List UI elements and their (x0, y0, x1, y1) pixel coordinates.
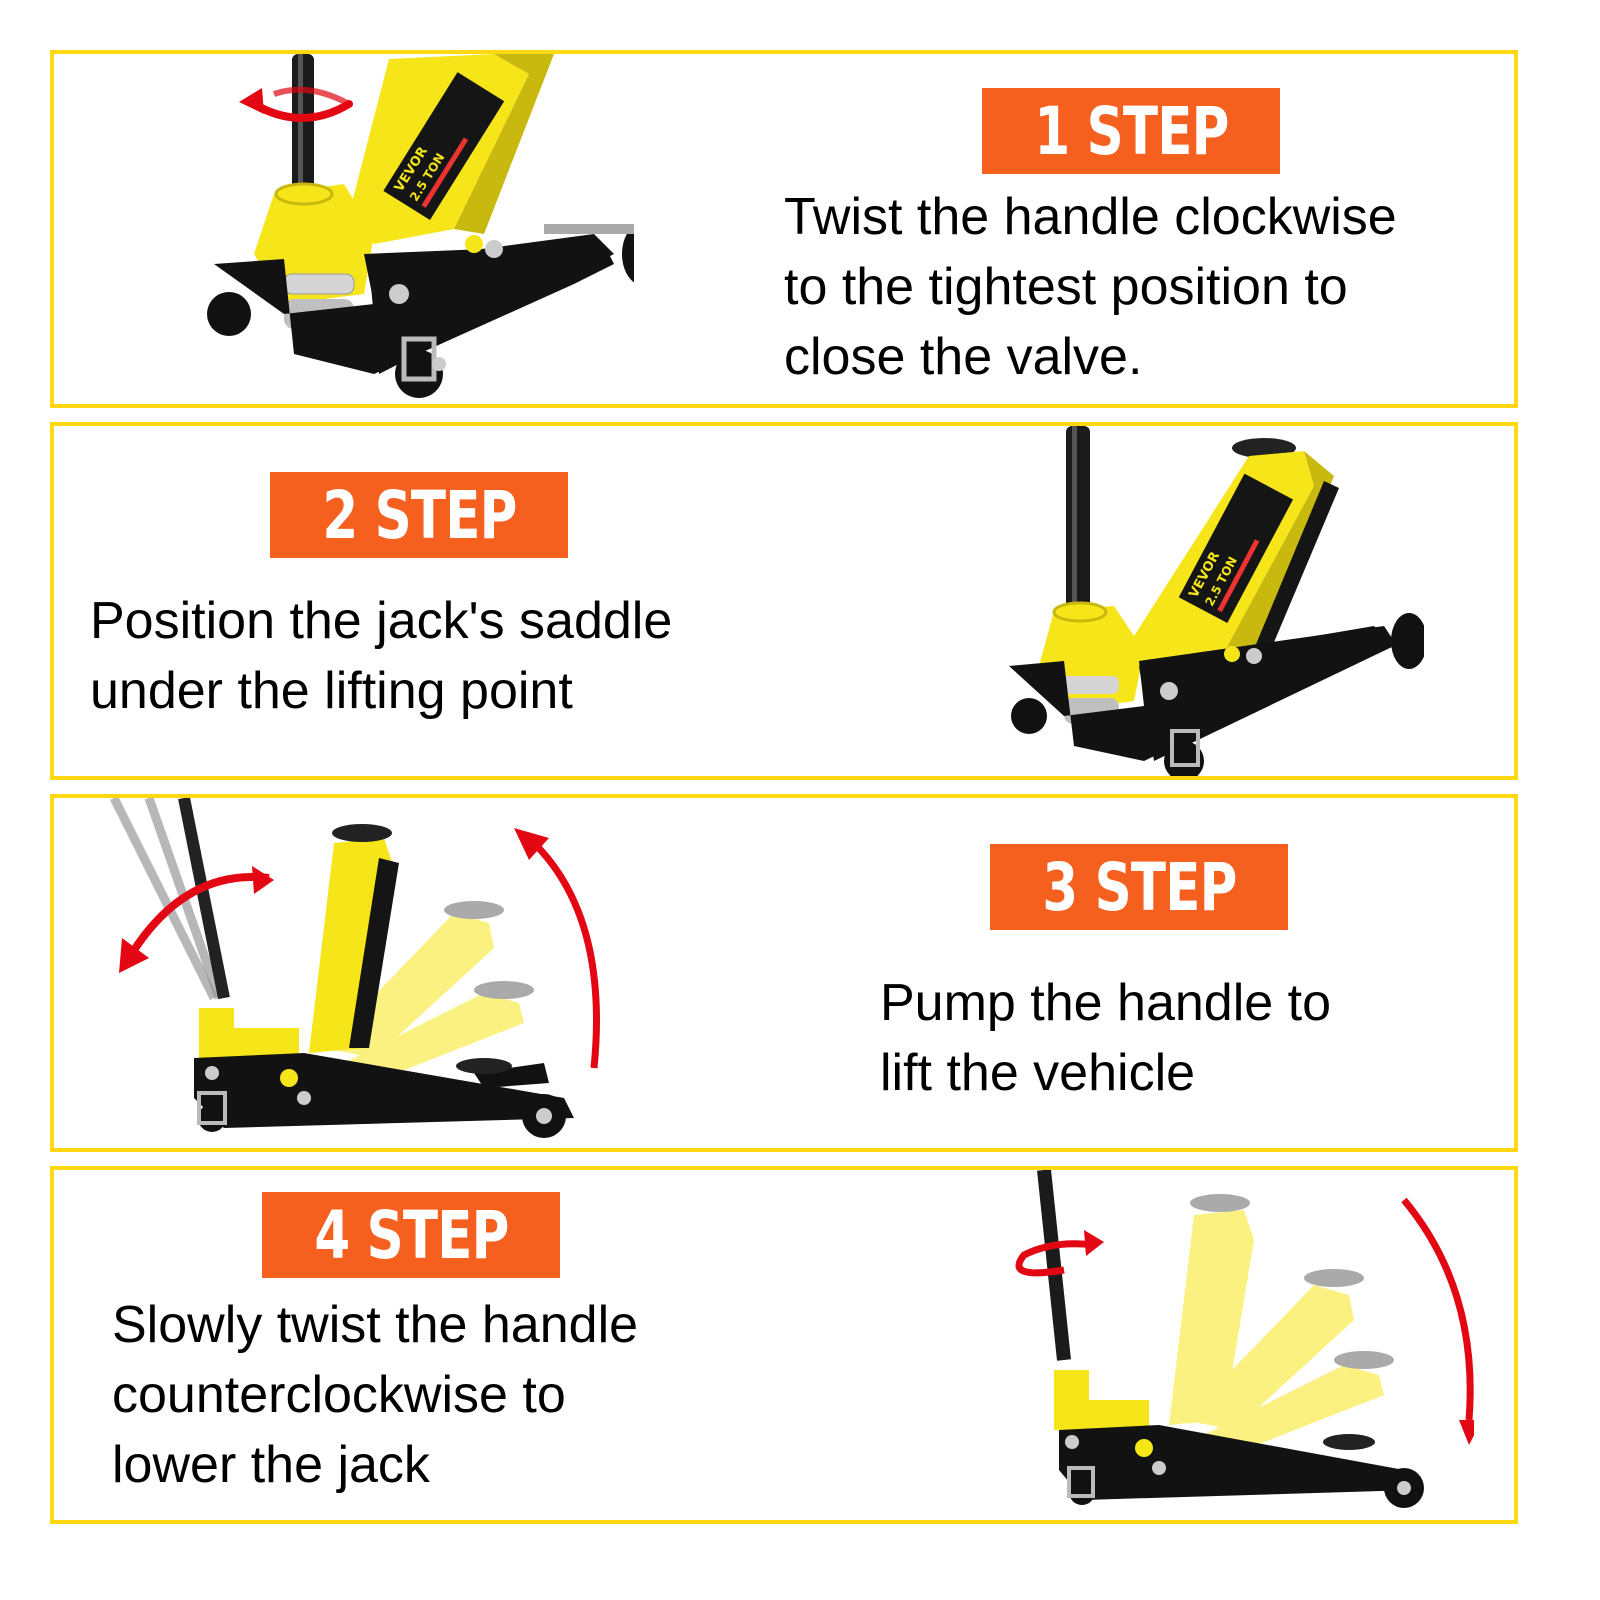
lift-arc-arrow-icon (514, 828, 600, 1069)
step-4-panel: 4 STEP Slowly twist the handle countercl… (50, 1166, 1518, 1524)
step-2-badge-label: 2 STEP (321, 476, 517, 554)
lower-arc-arrow-icon (1401, 1197, 1474, 1445)
floor-jack-illustration: VEVOR 2.5 TON (134, 54, 634, 404)
step-2-badge: 2 STEP (270, 472, 568, 558)
step-1-badge-label: 1 STEP (1033, 92, 1229, 170)
step-4-description: Slowly twist the handle counterclockwise… (112, 1296, 639, 1494)
rotate-clockwise-arrow-icon (239, 86, 353, 122)
step-3-badge-label: 3 STEP (1041, 848, 1237, 926)
floor-jack-illustration: VEVOR 2.5 TON (1004, 426, 1424, 776)
step-3-badge: 3 STEP (990, 844, 1288, 930)
step-4-badge-label: 4 STEP (313, 1196, 509, 1274)
step-2-panel: 2 STEP Position the jack's saddle under … (50, 422, 1518, 780)
step-2-description: Position the jack's saddle under the lif… (90, 592, 673, 720)
jack-handle (1066, 426, 1090, 611)
pump-handle-arrow-icon (119, 866, 274, 973)
step-3-description: Pump the handle to lift the vehicle (880, 974, 1331, 1102)
floor-jack-side-illustration (954, 1170, 1474, 1520)
step-4-badge: 4 STEP (262, 1192, 560, 1278)
step-1-panel: VEVOR 2.5 TON (50, 50, 1518, 408)
step-3-panel: 3 STEP Pump the handle to lift the vehic… (50, 794, 1518, 1152)
rotate-counterclockwise-arrow-icon (1015, 1230, 1104, 1277)
step-1-badge: 1 STEP (982, 88, 1280, 174)
step-1-description: Twist the handle clockwise to the tighte… (784, 188, 1397, 386)
floor-jack-side-illustration (94, 798, 634, 1148)
